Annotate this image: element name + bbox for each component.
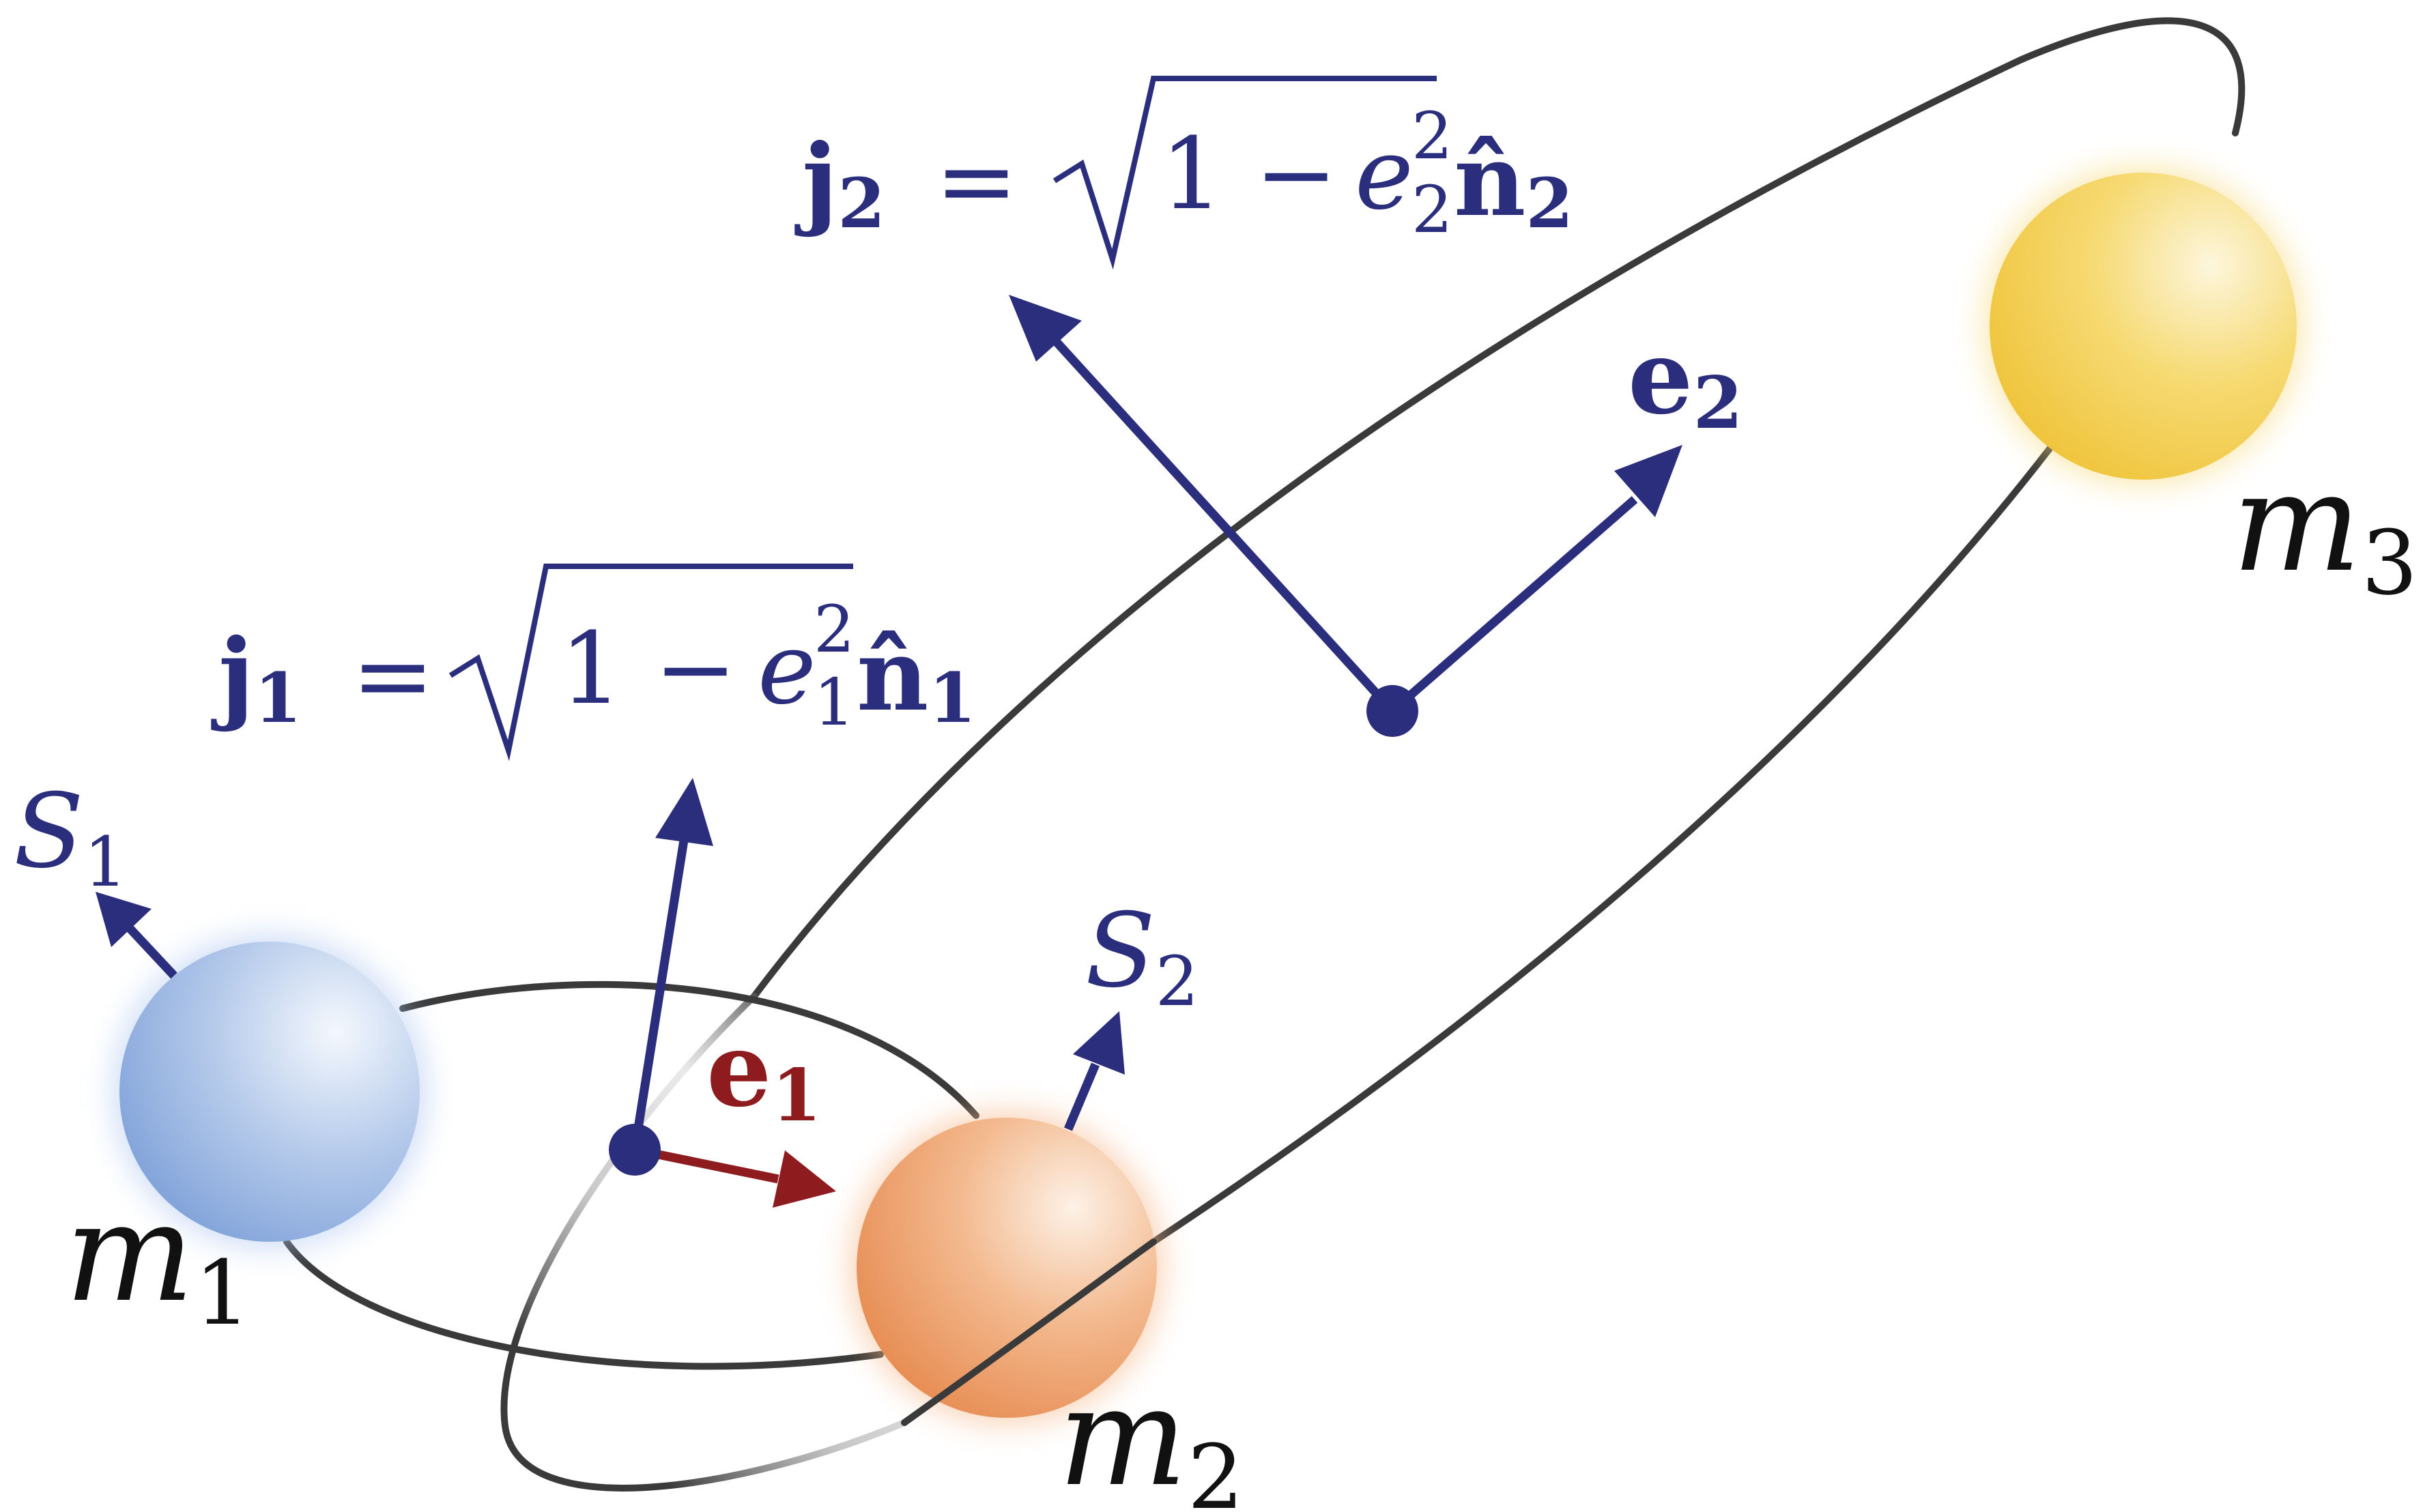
inner-orbit-top-arc [399, 980, 979, 1119]
equation-j1-e-sub: 1 [814, 665, 855, 740]
label-s2: S2 [1085, 892, 1199, 1021]
equation-j2-n: n̂2 [1454, 123, 1573, 244]
equation-j2-one-minus: 1 − [1160, 117, 1338, 232]
mass-m1-sphere [119, 942, 420, 1242]
equation-j2-equals: = [935, 123, 1018, 239]
inner-orbit [283, 980, 979, 1370]
s2-vector [1064, 1011, 1125, 1131]
j2-arrowhead [1009, 295, 1082, 362]
mass-m2-sphere [857, 1118, 1157, 1418]
equation-j2-e: e [1355, 117, 1414, 232]
outer-orbit [500, 17, 2246, 1492]
j1-arrowhead [655, 778, 713, 846]
label-e1: e1 [706, 1010, 822, 1137]
label-e2: e2 [1628, 317, 1743, 445]
label-m2: m2 [1058, 1358, 1244, 1512]
equation-j2-e-sup: 2 [1411, 99, 1452, 174]
inner-origin-dot [609, 1124, 661, 1176]
equation-j1-one-minus: 1 − [560, 611, 737, 727]
label-s1: S1 [14, 772, 127, 902]
mass-m3 [1983, 166, 2304, 486]
outer-orbit-upper-arc [751, 17, 2246, 1000]
e1-arrowhead [773, 1150, 836, 1208]
s1-arrowhead [96, 892, 152, 947]
s2-arrowhead [1073, 1011, 1125, 1075]
j1-vector [630, 778, 713, 1151]
outer-orbit-lower-arc [1150, 444, 2054, 1245]
equation-j1-radical [448, 564, 853, 761]
outer-orbit-front-arc [901, 1238, 1157, 1426]
inner-orbit-bottom-arc [283, 1238, 884, 1370]
outer-orbit-back-arc [500, 993, 908, 1492]
equation-j1: j1 = 1 − e 2 1 n̂1 [211, 564, 976, 761]
s1-vector [96, 892, 177, 979]
mass-m3-sphere [1990, 173, 2297, 480]
equation-j1-e-sup: 2 [814, 592, 855, 667]
e1-vector [633, 1145, 836, 1208]
equation-j2: j2 = 1 − e 2 2 n̂2 [794, 76, 1573, 270]
e2-arrowhead [1614, 445, 1682, 517]
j2-vector [1009, 295, 1396, 714]
equation-j1-e: e [758, 611, 816, 727]
mass-m1 [113, 935, 427, 1249]
outer-origin-dot [1366, 685, 1418, 737]
equation-j1-equals: = [352, 618, 435, 733]
equation-j1-lhs: j1 [211, 617, 302, 738]
mass-m2 [850, 1111, 1164, 1425]
e2-vector [1389, 445, 1682, 714]
label-m1: m1 [65, 1174, 250, 1345]
equation-j2-lhs: j2 [794, 123, 885, 244]
label-m3: m3 [2232, 444, 2418, 615]
equation-j2-e-sub: 2 [1411, 173, 1452, 248]
equation-j1-n: n̂1 [857, 617, 976, 738]
equation-j2-radical [1052, 76, 1437, 270]
